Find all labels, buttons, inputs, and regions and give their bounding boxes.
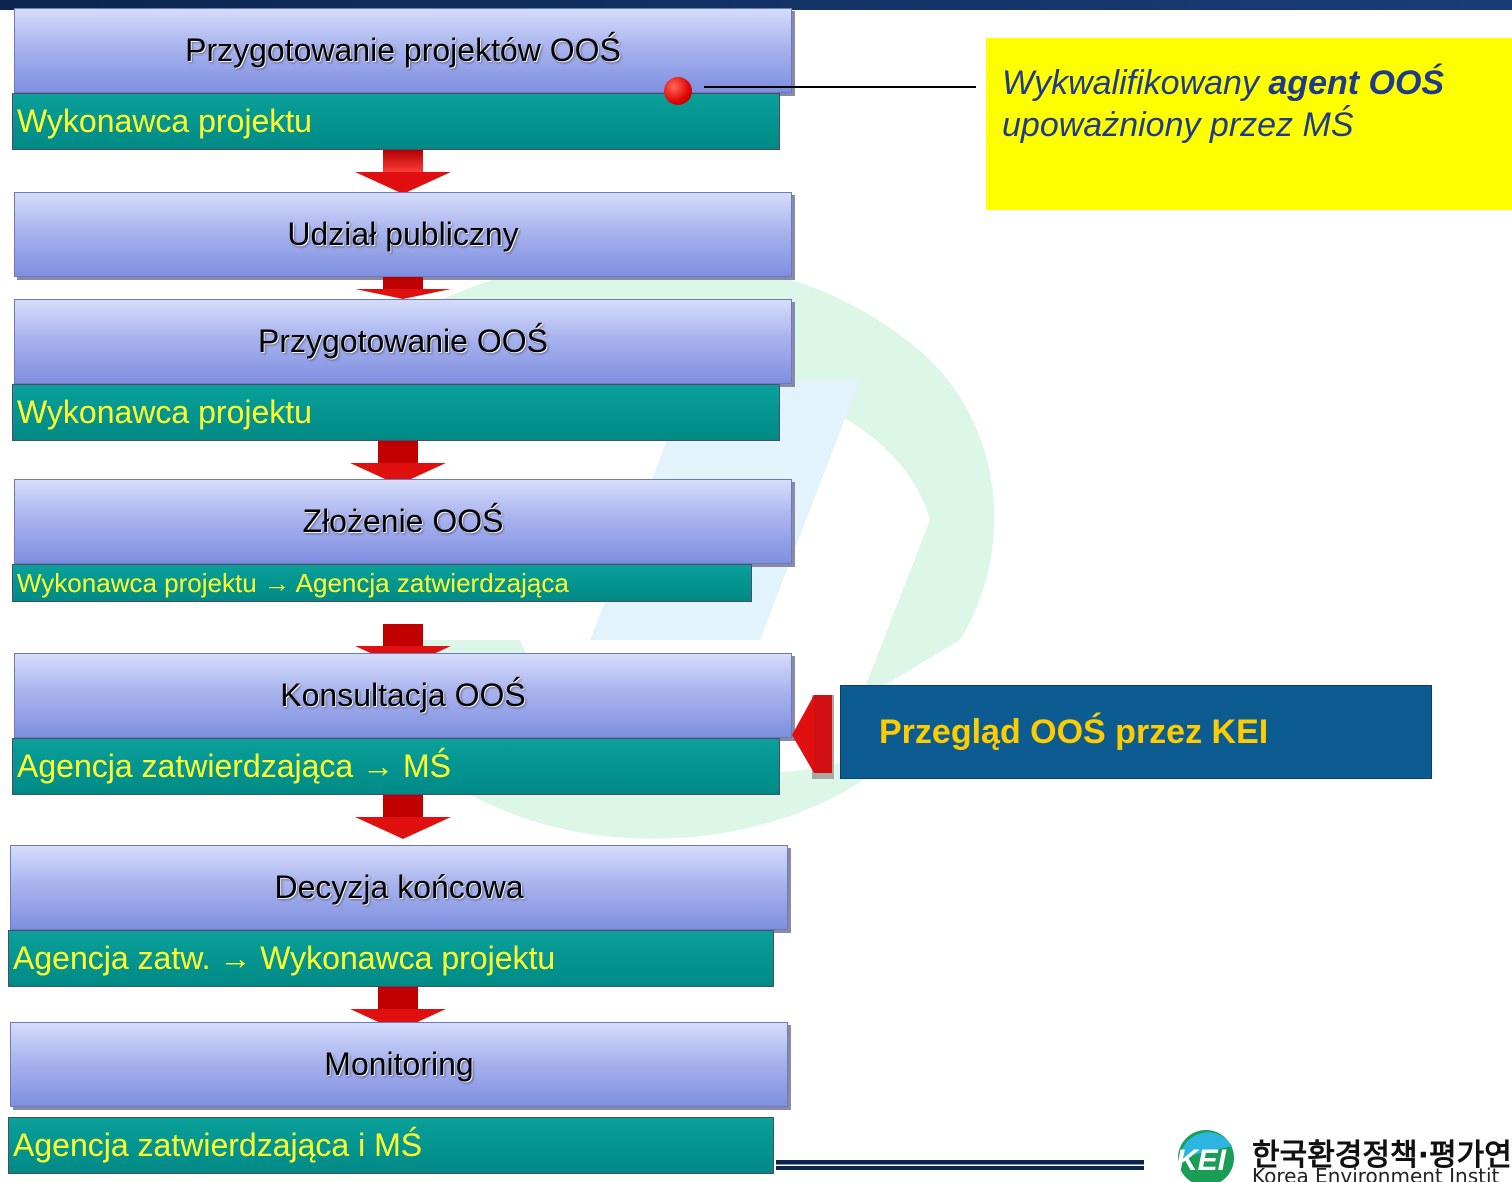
step-1-title: Przygotowanie projektów OOŚ bbox=[185, 32, 621, 68]
callout-bold-text: agent OOŚ bbox=[1268, 64, 1445, 102]
step-7-actor-bar: Agencja zatwierdzająca i MŚ bbox=[8, 1117, 774, 1174]
step-6-actor: Agencja zatw. → Wykonawca projektu bbox=[13, 940, 556, 976]
step-5-title: Konsultacja OOŚ bbox=[280, 677, 526, 713]
kei-korean-name: 한국환경정책·평가연구 bbox=[1252, 1138, 1512, 1173]
kei-review-label: Przegląd OOŚ przez KEI bbox=[879, 712, 1269, 751]
step-7-title: Monitoring bbox=[324, 1046, 474, 1082]
arrow-down-icon bbox=[355, 277, 451, 299]
step-1-actor: Wykonawca projektu bbox=[17, 103, 312, 139]
kei-logo-icon: KEI bbox=[1176, 1130, 1234, 1182]
step-5-actor-bar: Agencja zatwierdzająca → MŚ bbox=[12, 738, 780, 795]
callout-text-2: upoważniony przez MŚ bbox=[1002, 106, 1354, 144]
footer-line bbox=[776, 1160, 1144, 1170]
kei-review-box: Przegląd OOŚ przez KEI bbox=[840, 685, 1432, 779]
arrow-down-icon bbox=[350, 441, 446, 485]
step-box-3: Przygotowanie OOŚ bbox=[14, 299, 792, 384]
callout-text-1: Wykwalifikowany bbox=[1002, 64, 1269, 102]
arrow-down-icon bbox=[350, 987, 446, 1031]
step-box-7: Monitoring bbox=[10, 1022, 788, 1107]
connector-line bbox=[704, 86, 976, 88]
arrow-down-icon bbox=[355, 150, 451, 194]
step-2-title: Udział publiczny bbox=[287, 216, 519, 252]
connector-dot bbox=[664, 77, 692, 105]
arrow-down-icon bbox=[355, 795, 451, 839]
agent-callout: Wykwalifikowany agent OOŚ upoważniony pr… bbox=[986, 38, 1512, 210]
step-3-actor: Wykonawca projektu bbox=[17, 394, 312, 430]
step-box-4: Złożenie OOŚ bbox=[14, 479, 792, 564]
kei-logo-text: KEI bbox=[1176, 1144, 1227, 1177]
step-7-actor: Agencja zatwierdzająca i MŚ bbox=[13, 1127, 423, 1163]
step-box-6: Decyzja końcowa bbox=[10, 845, 788, 930]
kei-english-name: Korea Environment Instit bbox=[1252, 1164, 1500, 1182]
step-3-actor-bar: Wykonawca projektu bbox=[12, 384, 780, 441]
step-4-title: Złożenie OOŚ bbox=[302, 503, 504, 539]
step-3-title: Przygotowanie OOŚ bbox=[258, 323, 548, 359]
step-6-title: Decyzja końcowa bbox=[274, 869, 524, 905]
step-4-actor: Wykonawca projektu → Agencja zatwierdzaj… bbox=[17, 567, 569, 598]
step-1-actor-bar: Wykonawca projektu bbox=[12, 93, 780, 150]
step-6-actor-bar: Agencja zatw. → Wykonawca projektu bbox=[8, 930, 774, 987]
step-box-5: Konsultacja OOŚ bbox=[14, 653, 792, 738]
top-header-bar bbox=[0, 0, 1512, 10]
arrow-left-icon bbox=[792, 695, 834, 779]
step-5-actor: Agencja zatwierdzająca → MŚ bbox=[17, 748, 451, 784]
step-4-actor-bar: Wykonawca projektu → Agencja zatwierdzaj… bbox=[12, 564, 752, 602]
step-box-2: Udział publiczny bbox=[14, 192, 792, 277]
step-box-1: Przygotowanie projektów OOŚ bbox=[14, 8, 792, 93]
